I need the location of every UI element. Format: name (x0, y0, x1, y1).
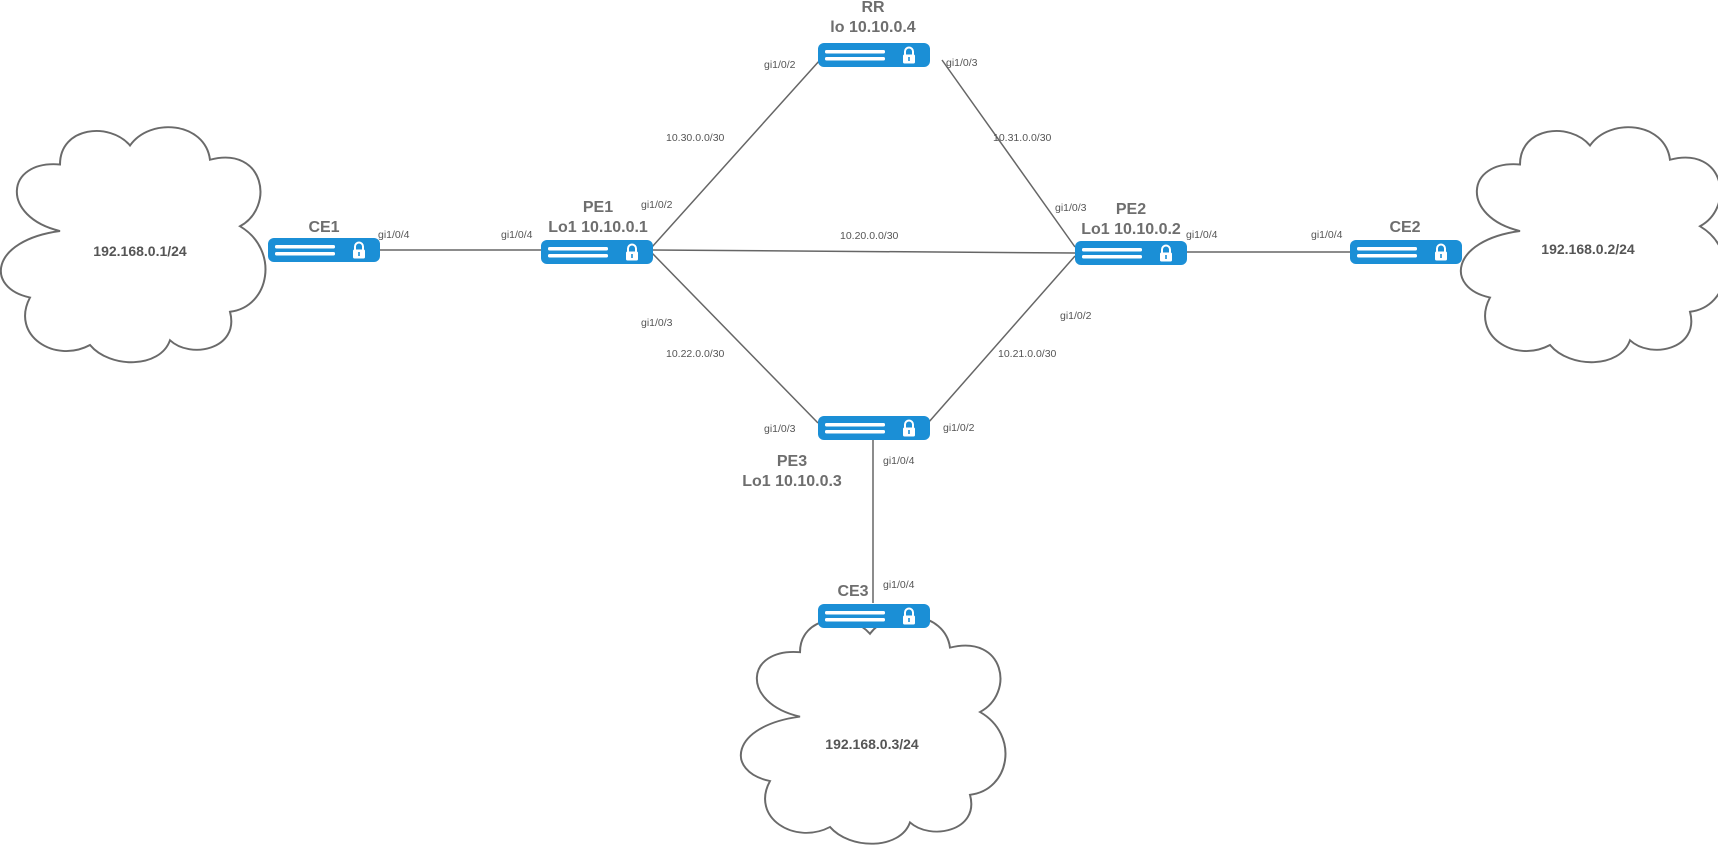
router-lock-icon (818, 604, 930, 628)
router-lock-icon (818, 43, 930, 67)
subnet-pe1-pe3: 10.22.0.0/30 (666, 348, 725, 360)
pe3-name: PE3 (777, 453, 807, 470)
pe3-loopback: Lo1 10.10.0.3 (742, 473, 842, 490)
subnet-pe1-pe2: 10.20.0.0/30 (840, 230, 899, 242)
rr-loopback: lo 10.10.0.4 (830, 19, 915, 36)
iface-pe3-gi2: gi1/0/2 (943, 422, 975, 434)
pe2-name: PE2 (1116, 201, 1146, 218)
ce2-name: CE2 (1389, 219, 1420, 236)
links (346, 59, 1350, 603)
iface-pe2-gi4: gi1/0/4 (1186, 229, 1218, 241)
router-lock-icon (268, 238, 380, 262)
link-pe1-pe2 (651, 249, 1076, 254)
router-lock-icon (818, 416, 930, 440)
iface-pe1-gi4: gi1/0/4 (501, 229, 533, 241)
link-rr-pe2 (941, 59, 1076, 248)
iface-rr-gi2: gi1/0/2 (764, 59, 796, 71)
cloud-right-label: 192.168.0.2/24 (1541, 241, 1635, 257)
iface-pe3-gi3: gi1/0/3 (764, 423, 796, 435)
pe2-loopback: Lo1 10.10.0.2 (1081, 221, 1181, 238)
ce3-name: CE3 (837, 583, 868, 600)
link-pe1-rr (651, 59, 821, 248)
iface-pe3-gi4: gi1/0/4 (883, 455, 915, 467)
link-pe3-pe2 (927, 255, 1076, 424)
iface-ce1-gi4: gi1/0/4 (378, 229, 410, 241)
router-lock-icon (541, 240, 653, 264)
iface-pe1-gi3: gi1/0/3 (641, 317, 673, 329)
cloud-bottom-label: 192.168.0.3/24 (825, 736, 919, 752)
iface-rr-gi3: gi1/0/3 (946, 57, 978, 69)
iface-pe1-gi2: gi1/0/2 (641, 199, 673, 211)
pe1-name: PE1 (583, 199, 613, 216)
subnet-pe3-pe2: 10.21.0.0/30 (998, 348, 1057, 360)
iface-ce2-gi4: gi1/0/4 (1311, 229, 1343, 241)
iface-ce3-gi4: gi1/0/4 (883, 579, 915, 591)
cloud-left-label: 192.168.0.1/24 (93, 243, 187, 259)
subnet-pe1-rr: 10.30.0.0/30 (666, 132, 725, 144)
router-lock-icon (1075, 241, 1187, 265)
cloud-icon (739, 615, 1007, 845)
devices (268, 43, 1462, 628)
iface-pe2-gi2: gi1/0/2 (1060, 310, 1092, 322)
pe1-loopback: Lo1 10.10.0.1 (548, 219, 648, 236)
link-pe1-pe3 (651, 252, 819, 424)
iface-pe2-gi3: gi1/0/3 (1055, 202, 1087, 214)
subnet-rr-pe2: 10.31.0.0/30 (993, 132, 1052, 144)
router-lock-icon (1350, 240, 1462, 264)
rr-name: RR (861, 0, 885, 16)
ce1-name: CE1 (308, 219, 339, 236)
